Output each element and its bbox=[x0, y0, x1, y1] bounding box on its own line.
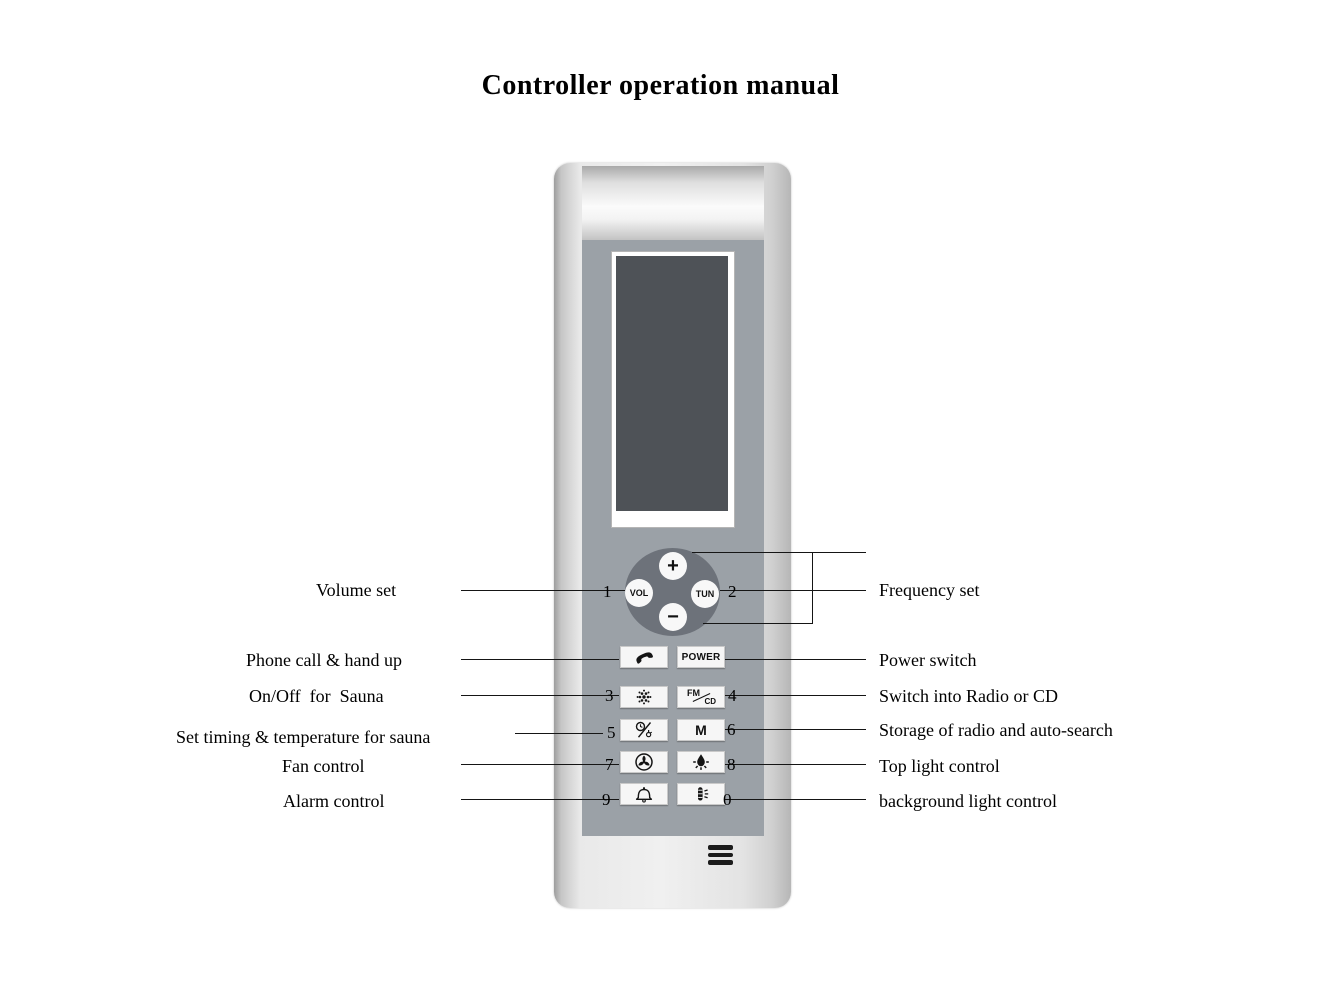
speaker-grille-bar bbox=[708, 860, 733, 865]
label-volume-set: Volume set bbox=[316, 580, 397, 600]
timer-temperature-icon bbox=[634, 721, 654, 739]
power-button: POWER bbox=[677, 646, 725, 668]
connector-frequency-minus bbox=[703, 623, 813, 624]
frequency-down-button: − bbox=[659, 603, 687, 631]
remote-top-metal-band bbox=[582, 166, 764, 240]
tune-button: TUN bbox=[691, 580, 719, 608]
callout-number-4: 4 bbox=[728, 686, 737, 705]
background-light-icon bbox=[691, 785, 711, 803]
power-button-label: POWER bbox=[681, 651, 721, 663]
callout-number-7: 7 bbox=[605, 755, 614, 774]
connector-sauna bbox=[461, 695, 619, 696]
memory-button-label: M bbox=[695, 722, 707, 738]
page-title: Controller operation manual bbox=[481, 70, 840, 101]
fm-cd-button: FM CD bbox=[677, 686, 725, 708]
label-storage-autosearch: Storage of radio and auto-search bbox=[879, 720, 1113, 740]
sauna-button bbox=[620, 686, 668, 708]
label-background-light: background light control bbox=[879, 791, 1057, 811]
fan-button bbox=[620, 751, 668, 773]
remote-button-panel: + VOL TUN − POWER bbox=[582, 240, 764, 836]
alarm-button bbox=[620, 783, 668, 805]
display-screen bbox=[611, 251, 735, 528]
label-top-light: Top light control bbox=[879, 756, 1000, 776]
connector-frequency-bracket bbox=[812, 552, 813, 624]
callout-number-3: 3 bbox=[605, 686, 614, 705]
background-light-button bbox=[677, 783, 725, 805]
label-alarm-control: Alarm control bbox=[283, 791, 385, 811]
connector-frequency-plus bbox=[692, 552, 866, 553]
cd-label: CD bbox=[704, 697, 716, 706]
connector-frequency-tun bbox=[720, 590, 866, 591]
callout-number-9: 9 bbox=[602, 790, 611, 809]
alarm-bell-icon bbox=[634, 785, 654, 803]
connector-power bbox=[725, 659, 866, 660]
connector-fan bbox=[461, 764, 619, 765]
phone-button bbox=[620, 646, 668, 668]
connector-radio-cd bbox=[725, 695, 866, 696]
label-switch-radio-cd: Switch into Radio or CD bbox=[879, 686, 1058, 706]
callout-number-2: 2 bbox=[728, 582, 737, 601]
display-screen-inner bbox=[616, 256, 728, 511]
frequency-up-button: + bbox=[659, 552, 687, 580]
speaker-grille-bar bbox=[708, 852, 733, 857]
remote-controller: + VOL TUN − POWER bbox=[554, 163, 791, 908]
sauna-steam-icon bbox=[635, 688, 653, 706]
speaker-grille bbox=[708, 845, 733, 868]
connector-volume-set bbox=[461, 590, 625, 591]
connector-storage bbox=[725, 729, 866, 730]
top-light-button bbox=[677, 751, 725, 773]
connector-top-light bbox=[725, 764, 866, 765]
connector-background-light bbox=[725, 799, 866, 800]
label-power-switch: Power switch bbox=[879, 650, 977, 670]
label-phone-call: Phone call & hand up bbox=[246, 650, 402, 670]
label-fan-control: Fan control bbox=[282, 756, 365, 776]
callout-number-0: 0 bbox=[723, 790, 732, 809]
volume-button: VOL bbox=[625, 579, 653, 607]
top-light-icon bbox=[691, 752, 711, 772]
callout-number-8: 8 bbox=[727, 755, 736, 774]
label-set-timing: Set timing & temperature for sauna bbox=[176, 727, 431, 747]
speaker-grille-bar bbox=[708, 845, 733, 850]
fan-icon bbox=[634, 752, 654, 772]
memory-button: M bbox=[677, 719, 725, 741]
connector-phone-call bbox=[461, 659, 619, 660]
phone-handset-icon bbox=[633, 649, 655, 665]
connector-alarm bbox=[461, 799, 619, 800]
connector-set-timing bbox=[515, 733, 603, 734]
callout-number-1: 1 bbox=[603, 582, 612, 601]
fm-label: FM bbox=[687, 688, 700, 698]
label-onoff-sauna: On/Off for Sauna bbox=[249, 686, 384, 706]
fm-cd-icon: FM CD bbox=[678, 687, 724, 707]
callout-number-6: 6 bbox=[727, 720, 736, 739]
callout-number-5: 5 bbox=[607, 723, 616, 742]
dpad-cluster: + VOL TUN − bbox=[625, 548, 720, 636]
timer-temperature-button bbox=[620, 719, 668, 741]
label-frequency-set: Frequency set bbox=[879, 580, 980, 600]
